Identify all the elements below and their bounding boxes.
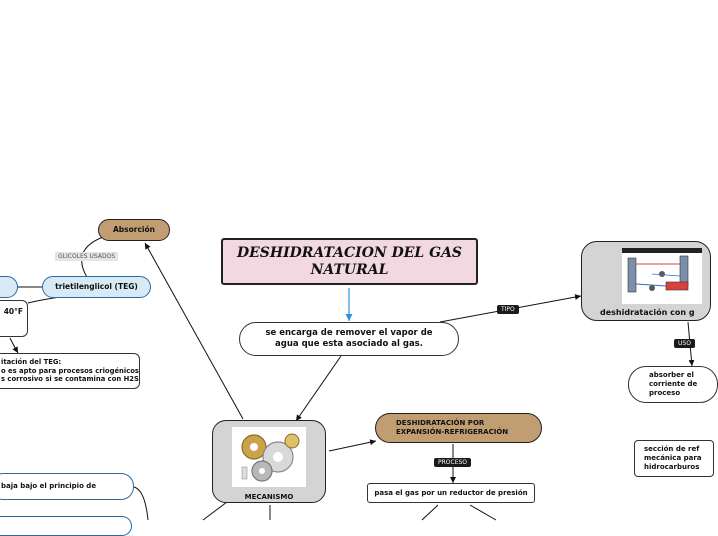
gears-image [232, 427, 306, 487]
connector-temp-limit [9, 337, 19, 354]
connector-mecanismo-absorcion [144, 242, 244, 420]
mecanismo-label: MECANISMO [244, 493, 294, 501]
connector-principio [133, 486, 149, 521]
mecanismo-node[interactable]: MECANISMO [212, 420, 326, 503]
uso-label: USO [674, 339, 695, 348]
absorcion-node[interactable]: Absorción [98, 219, 170, 241]
temperature-node[interactable]: 40°F [0, 300, 28, 337]
absorber-node[interactable]: absorber el corriente de proceso [628, 366, 718, 403]
limitation-node[interactable]: itación del TEG: o es apto para procesos… [0, 353, 140, 389]
teg-node[interactable]: trietilenglicol (TEG) [42, 276, 151, 298]
tipo-label: TIPO [497, 305, 519, 314]
bottom-partial-node[interactable] [0, 516, 132, 536]
connector-mecanismo-down-left [202, 501, 228, 521]
expansion-node[interactable]: DESHIDRATACIÓN POR EXPANSIÓN-REFRIGERACI… [375, 413, 542, 443]
proceso-label: PROCESO [434, 458, 472, 467]
seccion-node[interactable]: sección de ref mecánica para hidrocarbur… [634, 440, 714, 477]
description-node[interactable]: se encarga de remover el vapor de agua q… [239, 322, 459, 356]
page-title: DESHIDRATACION DEL GAS NATURAL [221, 238, 478, 285]
glicol-node[interactable]: deshidratación con g [581, 241, 711, 321]
principio-node[interactable]: baja bajo el principio de [0, 473, 134, 500]
connector-desc-mecanismo [295, 355, 342, 422]
connector-reductor-left [421, 504, 439, 521]
connector-reductor-right [469, 504, 497, 521]
connector-mecanismo-expansion [328, 439, 377, 452]
plant-diagram-image [622, 248, 702, 304]
reductor-node[interactable]: pasa el gas por un reductor de presión [367, 483, 535, 503]
glicol-label: deshidratación con g [600, 308, 695, 317]
left-partial-node[interactable] [0, 276, 18, 298]
glicoles-usados-label: GLICOLES USADOS [55, 252, 119, 261]
